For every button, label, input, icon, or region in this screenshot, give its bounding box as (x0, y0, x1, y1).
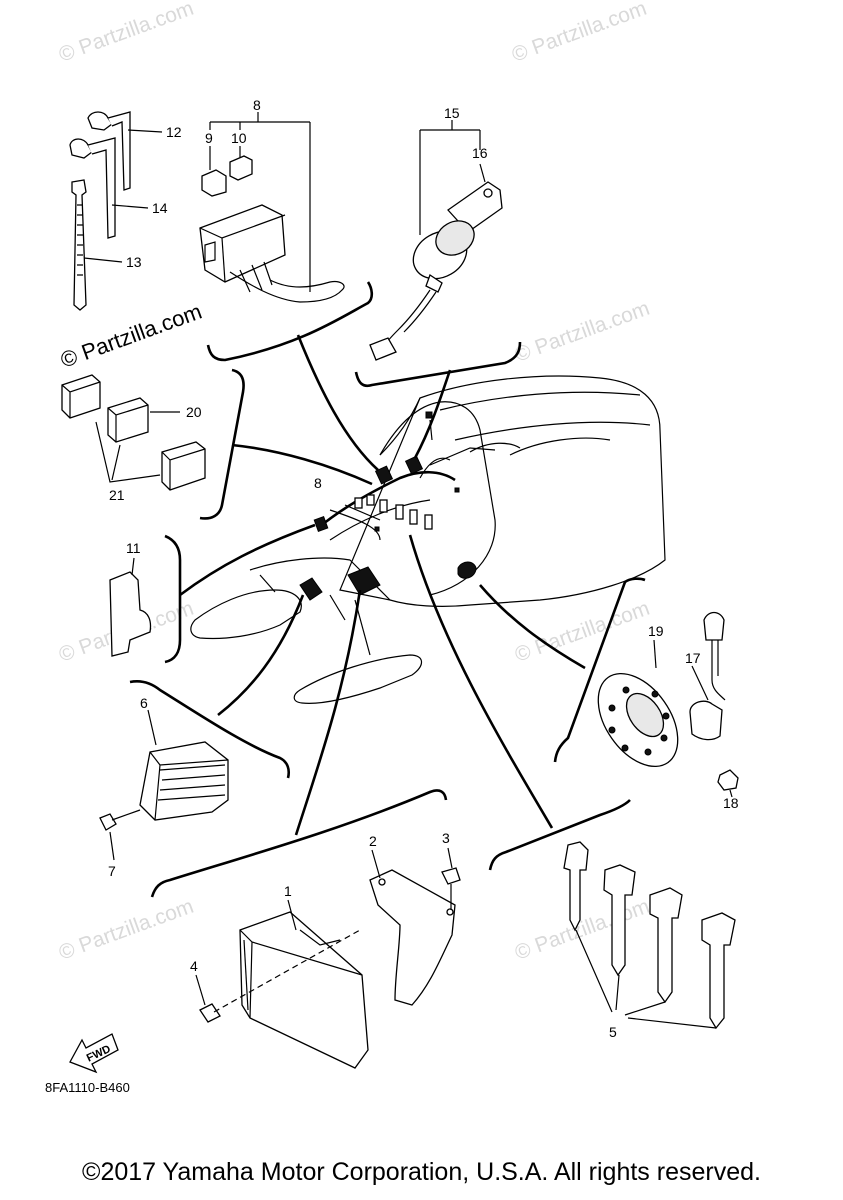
callout-20: 20 (186, 404, 202, 420)
main-switch-parts (369, 120, 503, 361)
ecu-parts (195, 847, 461, 1069)
watermark: © Partzilla.com (512, 597, 653, 667)
diagram-code: 8FA1110-B460 (45, 1080, 130, 1095)
fuse-box-parts (199, 112, 345, 303)
cable-tie-parts (69, 111, 163, 311)
watermark: © Partzilla.com (56, 0, 197, 67)
rectifier-parts (99, 709, 229, 861)
sensor-rotor-parts (597, 611, 739, 798)
callout-18: 18 (723, 795, 739, 811)
callout-6: 6 (140, 695, 148, 711)
callout-3: 3 (442, 830, 450, 846)
callout-7: 7 (108, 863, 116, 879)
parts-diagram: © Partzilla.com © Partzilla.com © Partzi… (45, 0, 739, 1095)
callout-8-fusebox: 8 (253, 97, 261, 113)
wire-harness (299, 411, 496, 601)
callout-2: 2 (369, 833, 377, 849)
watermark: © Partzilla.com (56, 895, 197, 965)
callout-15: 15 (444, 105, 460, 121)
group-brackets (129, 281, 646, 898)
callout-1: 1 (284, 883, 292, 899)
callout-10: 10 (231, 130, 247, 146)
callout-5: 5 (609, 1024, 617, 1040)
copyright-notice: ©2017 Yamaha Motor Corporation, U.S.A. A… (82, 1158, 761, 1186)
relay-parts (61, 374, 206, 491)
callout-12: 12 (166, 124, 182, 140)
callout-13: 13 (126, 254, 142, 270)
callout-17: 17 (685, 650, 701, 666)
callout-19: 19 (648, 623, 664, 639)
callout-11: 11 (126, 540, 141, 556)
clip-part-11 (109, 557, 152, 657)
watermark: © Partzilla.com (512, 297, 653, 367)
fwd-arrow-icon: FWD (69, 1033, 119, 1074)
callout-4: 4 (190, 958, 198, 974)
watermark: © Partzilla.com (509, 0, 650, 67)
callout-9: 9 (205, 130, 213, 146)
leader-lines (179, 334, 586, 836)
callout-16: 16 (472, 145, 488, 161)
watermark: © Partzilla.com (512, 895, 653, 965)
callout-numbers: 1 2 3 4 5 6 7 8 8 9 10 11 12 13 14 15 16… (108, 97, 739, 1040)
callout-14: 14 (152, 200, 168, 216)
ignition-coil-parts (563, 841, 736, 1030)
callout-21: 21 (109, 487, 125, 503)
callout-8-harness: 8 (314, 475, 322, 491)
snowmobile-outline (190, 375, 666, 704)
